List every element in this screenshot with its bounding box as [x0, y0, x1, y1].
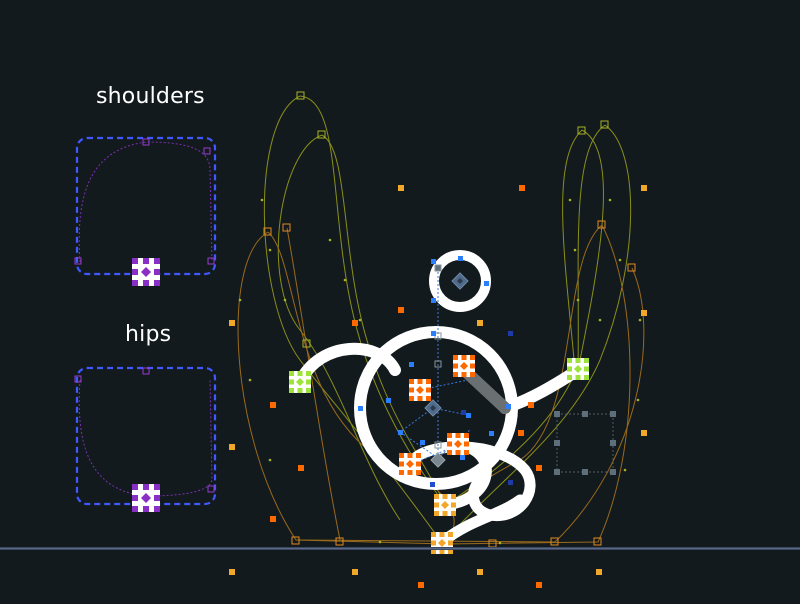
chest-joint-control[interactable]	[424, 399, 442, 417]
shoulders-path-handle[interactable]	[142, 138, 150, 146]
hips-path	[78, 379, 213, 497]
foot-right-control[interactable]	[431, 532, 453, 554]
hand-left-control[interactable]	[289, 371, 311, 393]
shoulder-left-control[interactable]	[409, 379, 431, 401]
motion-path-7[interactable]	[562, 129, 583, 371]
cross-control-icon	[416, 386, 424, 394]
grey-bone-box[interactable]	[554, 411, 616, 475]
shoulders-path-handle[interactable]	[203, 147, 211, 155]
left-arm-stroke[interactable]	[294, 342, 401, 388]
cross-control-icon	[296, 378, 304, 386]
pelvis-joint-control[interactable]	[430, 452, 446, 468]
shoulders-path-handle[interactable]	[74, 257, 82, 265]
cross-control-icon	[406, 460, 414, 468]
shoulder-right-control[interactable]	[453, 355, 475, 377]
shoulders-path-handle[interactable]	[207, 257, 215, 265]
grey-handles	[434, 264, 442, 449]
motion-path-2[interactable]	[277, 134, 401, 521]
hips-label: hips	[125, 322, 172, 347]
shoulders-selection-box[interactable]	[75, 136, 217, 276]
shoulders-path	[78, 141, 213, 263]
hips-joint-control[interactable]	[132, 484, 160, 512]
hips-path-handle[interactable]	[142, 367, 150, 375]
cross-control-icon	[454, 440, 462, 448]
diamond-joint-icon	[430, 452, 446, 468]
scattered-keys	[229, 185, 647, 588]
hand-right-control[interactable]	[567, 358, 589, 380]
hip-left-control[interactable]	[399, 453, 421, 475]
motion-path-keyframes	[238, 198, 642, 545]
head-joint-control[interactable]	[451, 272, 469, 290]
motion-path-13[interactable]	[554, 267, 645, 543]
motion-paths	[237, 95, 645, 545]
motion-path-15[interactable]	[295, 539, 556, 543]
hip-right-control[interactable]	[447, 433, 469, 455]
motion-path-9[interactable]	[237, 231, 446, 545]
hips-path-handle[interactable]	[207, 485, 215, 493]
hips-control-box[interactable]	[74, 366, 217, 506]
hips-path-handle[interactable]	[74, 375, 82, 383]
right-leg-stroke[interactable]	[439, 439, 492, 511]
motion-path-6[interactable]	[444, 124, 632, 541]
hips-selection-box[interactable]	[75, 366, 217, 506]
motion-path-8[interactable]	[577, 124, 606, 369]
cross-control-icon	[574, 365, 582, 373]
diamond-joint-icon	[141, 267, 151, 277]
foot-left-control[interactable]	[434, 494, 456, 516]
ground-line	[0, 548, 800, 549]
motion-path-12[interactable]	[444, 224, 631, 545]
motion-path-14[interactable]	[444, 224, 603, 506]
diamond-joint-icon	[141, 493, 151, 503]
cross-control-icon	[460, 362, 468, 370]
cross-control-icon	[441, 501, 449, 509]
shoulders-control-box[interactable]	[74, 136, 217, 276]
orange-controls	[399, 355, 475, 475]
shoulders-joint-control[interactable]	[132, 258, 160, 286]
shoulders-label: shoulders	[96, 84, 205, 109]
cross-control-icon	[438, 539, 446, 547]
